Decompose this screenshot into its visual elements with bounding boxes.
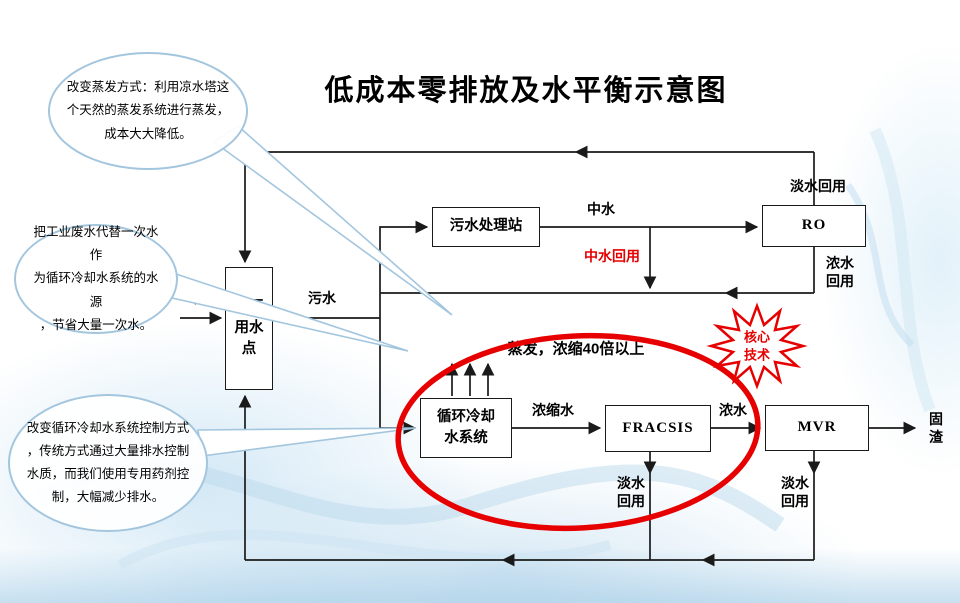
- label-fresh-water-reuse-fracsis: 淡水 回用: [617, 474, 645, 509]
- label-reclaimed-water: 中水: [587, 200, 615, 217]
- label-primary-water: 一次水: [177, 289, 219, 306]
- label-evaporation-note: 蒸发，浓缩40倍以上: [507, 340, 645, 358]
- label-sewage: 污水: [308, 289, 336, 306]
- label-concentrated-water: 浓水: [719, 401, 747, 418]
- water-splash-background: [0, 548, 960, 603]
- node-mvr: MVR: [765, 405, 869, 451]
- label-fresh-water-reuse-top: 淡水回用: [790, 177, 846, 194]
- label-concentrate-out: 浓缩水: [532, 401, 574, 418]
- callout-wastewater: 把工业废水代替一次水作 为循环冷却水系统的水源 ，节省大量一次水。: [14, 224, 178, 334]
- node-fracsis: FRACSIS: [605, 405, 711, 452]
- diagram-title: 低成本零排放及水平衡示意图: [324, 75, 728, 107]
- label-concentrated-water-reuse: 浓水 回用: [826, 254, 854, 289]
- label-solid-residue: 固渣: [929, 410, 943, 445]
- node-ro: RO: [762, 205, 866, 247]
- node-circulating-cooling-system: 循环冷却 水系统: [420, 398, 512, 458]
- callout-control: 改变循环冷却水系统控制方式 ，传统方式通过大量排水控制 水质，而我们使用专用药剂…: [8, 394, 208, 532]
- callout-evaporation: 改变蒸发方式：利用凉水塔这 个天然的蒸发系统进行蒸发， 成本大大降低。: [48, 52, 248, 170]
- node-factory-water-point: 工厂 用水 点: [225, 267, 273, 390]
- water-splash-background: [140, 460, 860, 603]
- label-fresh-water-reuse-mvr: 淡水 回用: [781, 474, 809, 509]
- callout-tail-wastewater: [169, 270, 409, 352]
- label-core-technology: 核心 技术: [743, 329, 771, 362]
- label-reclaimed-water-reuse: 中水回用: [584, 247, 640, 264]
- callout-tail-control: [197, 427, 417, 457]
- node-sewage-treatment-station: 污水处理站: [432, 207, 540, 247]
